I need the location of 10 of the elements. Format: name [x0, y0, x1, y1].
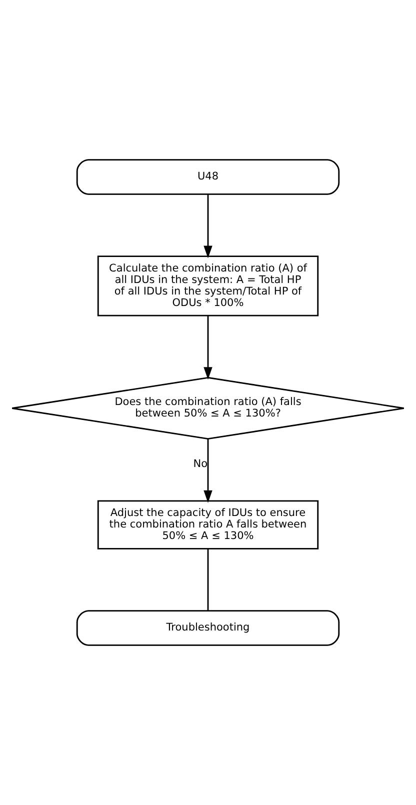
node-box: Troubleshooting	[76, 610, 340, 646]
node-box: Adjust the capacity of IDUs to ensure the combination ratio A falls between 50% ≤ A ≤ 130%	[97, 500, 319, 550]
edge-label: No	[193, 458, 208, 470]
node-box: Calculate the combination ratio (A) of all IDUs in the system: A = Total HP of all IDUs in the system/Total HP of ODUs * 100%	[97, 256, 319, 316]
connector	[207, 548, 209, 611]
arrow	[204, 439, 212, 503]
node-box: U48	[76, 159, 340, 195]
arrow	[204, 194, 212, 258]
arrow	[204, 316, 212, 380]
node-diamond: Does the combination ratio (A) falls between 50% ≤ A ≤ 130%?	[11, 376, 405, 440]
